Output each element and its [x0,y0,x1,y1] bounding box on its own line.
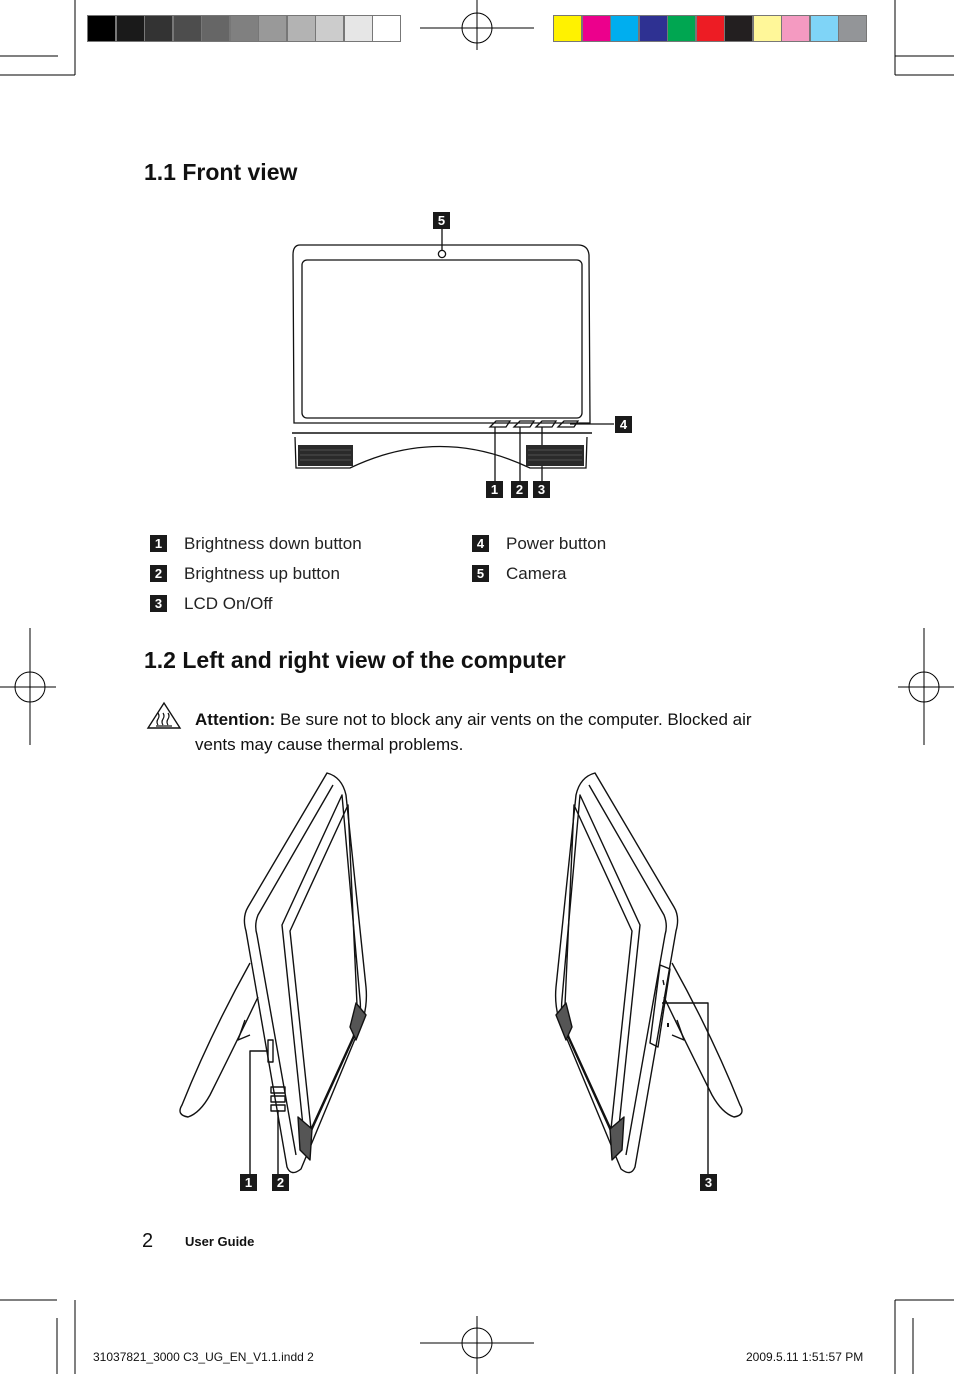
gray-swatch [343,15,373,42]
gray-swatch [201,15,230,42]
legend-number: 1 [150,535,167,552]
color-swatch [809,15,839,42]
color-swatch [667,15,696,42]
callout-2: 2 [511,481,528,498]
legend-text: Camera [506,564,567,583]
legend-number: 5 [472,565,489,582]
legend-item: 3 [150,595,167,613]
legend-item: 2 [150,565,167,583]
attention-text: Be sure not to block any air vents on th… [195,710,752,754]
attention-note: Attention: Be sure not to block any air … [195,707,795,757]
front-view-illustration [292,227,614,483]
color-swatch [838,15,867,42]
camera-icon [437,249,447,259]
color-swatch [553,15,582,42]
color-swatch [752,15,782,42]
side-callout-3: 3 [700,1174,717,1191]
color-swatch [695,15,725,42]
slug-filename: 31037821_3000 C3_UG_EN_V1.1.indd 2 [93,1350,314,1364]
callout-3: 3 [533,481,550,498]
section-title-side-view: 1.2 Left and right view of the computer [144,647,566,673]
footer-label: User Guide [185,1234,255,1249]
legend-number: 2 [150,565,167,582]
color-swatch [781,15,810,42]
legend-item: 1 [150,535,167,553]
legend-text: Power button [506,534,607,553]
section-title-front-view: 1.1 Front view [144,159,298,185]
gray-swatch [115,15,145,42]
legend-item: 4 [472,535,489,553]
gray-swatch [315,15,344,42]
callout-5: 5 [433,212,450,229]
callout-4: 4 [615,416,632,433]
hot-surface-warning-icon [146,701,182,729]
side-views-illustration [179,772,743,1175]
legend-text: Brightness down button [184,534,362,553]
gray-swatch [144,15,173,42]
side-callout-1: 1 [240,1174,257,1191]
legend-item: 5 [472,565,489,583]
side-callout-2: 2 [272,1174,289,1191]
attention-label: Attention: [195,710,276,729]
legend-number: 4 [472,535,489,552]
slug-timestamp: 2009.5.11 1:51:57 PM [746,1350,864,1364]
gray-swatch [372,15,401,42]
callout-1: 1 [486,481,503,498]
legend-number: 3 [150,595,167,612]
legend-text: Brightness up button [184,564,340,583]
legend-text: LCD On/Off [184,594,273,613]
gray-swatch [87,15,116,42]
page-number: 2 [142,1230,154,1252]
gray-swatch [286,15,316,42]
